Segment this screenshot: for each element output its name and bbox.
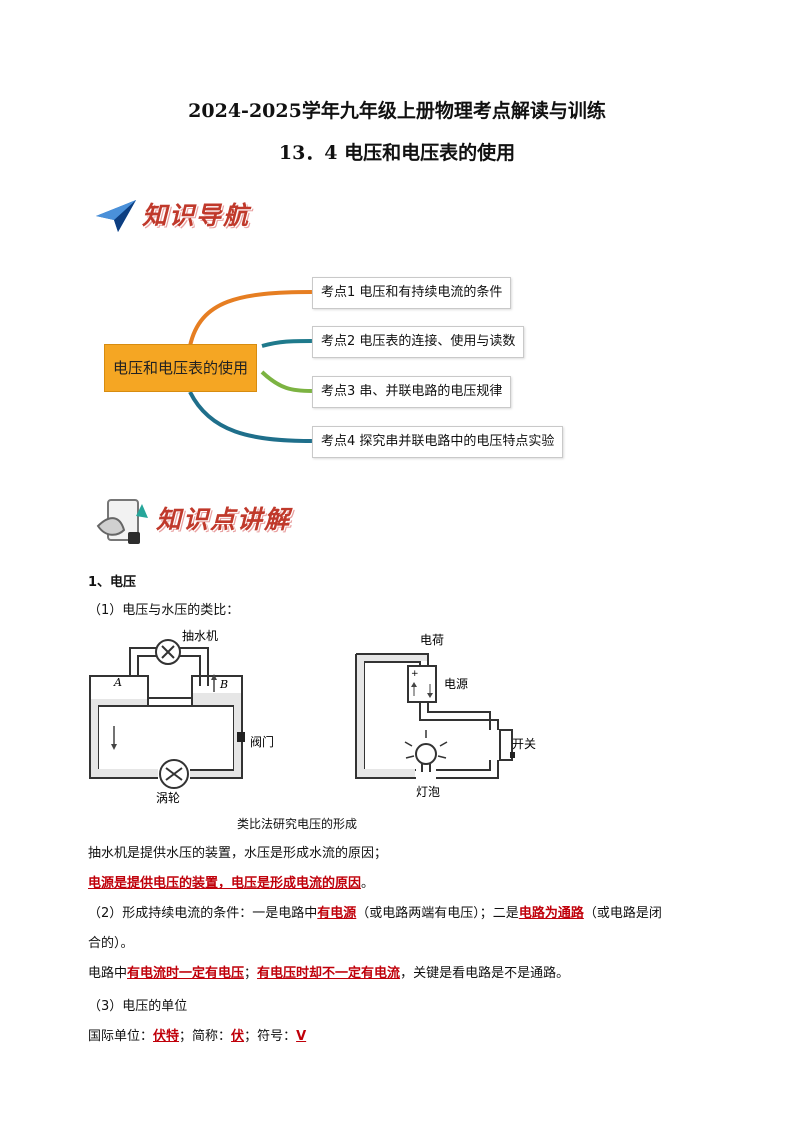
paper-plane-icon [96,200,136,232]
highlight-volt: 伏特 [153,1029,180,1044]
label-charge: 电荷 [420,633,444,647]
highlight-current-implies-voltage: 有电流时一定有电压 [127,966,245,981]
label-bulb: 灯泡 [416,785,440,799]
label-switch: 开关 [512,737,536,751]
valve-icon [237,732,245,742]
section-heading: 1、电压 [88,575,137,590]
electric-circuit [355,653,499,779]
paragraph-conditions: （2）形成持续电流的条件：一是电路中有电源（或电路两端有电压）；二是电路为通路（… [88,906,662,921]
mindmap-center: 电压和电压表的使用 [104,344,258,392]
highlight-volt-short: 伏 [231,1029,245,1044]
highlight-voltage-source: 电源是提供电压的装置，电压是形成电流的原因 [88,876,362,891]
nav-banner-label: 知识导航 [142,201,251,230]
label-a: A [113,676,122,689]
paragraph-voltage: 电源是提供电压的装置，电压是形成电流的原因。 [88,876,375,891]
paragraph-conditions-cont: 合的）。 [88,936,134,951]
water-circuit [89,639,243,789]
highlight-volt-symbol: V [296,1029,307,1044]
mindmap-node-4: 考点4 探究串并联电路中的电压特点实验 [312,426,564,458]
document-title: 2024-2025学年九年级上册物理考点解读与训练 [188,100,606,122]
figure-caption: 类比法研究电压的形成 [236,817,357,831]
highlight-voltage-not-current: 有电压时却不一定有电流 [257,966,401,981]
branch-2 [261,339,313,348]
explain-banner-label: 知识点讲解 [156,505,292,534]
label-b: B [219,678,228,691]
pump-blades-icon [161,645,175,659]
highlight-closed-circuit: 电路为通路 [518,906,584,921]
analogy-figure: A B 抽水机 阀门 涡轮 + 电荷 电源 开关 灯泡 [89,629,536,805]
label-source: 电源 [444,677,468,691]
label-pump: 抽水机 [182,629,218,643]
branch-4 [188,391,313,443]
paragraph-water: 抽水机是提供水压的装置，水压是形成水流的原因； [88,846,388,861]
mindmap-node-1: 考点1 电压和有持续电流的条件 [312,277,512,309]
scroll-quill-icon [96,499,148,544]
mindmap-node-3: 考点3 串、并联电路的电压规律 [312,376,512,408]
label-turbine: 涡轮 [156,791,180,805]
lesson-title: 13．4 电压和电压表的使用 [278,142,516,164]
svg-text:+: + [411,669,419,679]
bulb-rays-icon [404,730,448,759]
mindmap-node-2: 考点2 电压表的连接、使用与读数 [312,326,525,358]
switch-icon [499,729,513,761]
subheading-unit: （3）电压的单位 [88,999,188,1014]
branch-1 [188,290,313,347]
turbine-blades-icon [165,767,183,781]
subheading-analogy: （1）电压与水压的类比： [88,603,240,618]
label-valve: 阀门 [250,734,274,749]
paragraph-current-voltage: 电路中有电流时一定有电压；有电压时却不一定有电流，关键是看电路是不是通路。 [88,966,570,981]
paragraph-unit: 国际单位：伏特；简称：伏；符号：V [88,1029,307,1044]
highlight-has-source: 有电源 [317,906,357,921]
branch-3 [260,370,313,393]
